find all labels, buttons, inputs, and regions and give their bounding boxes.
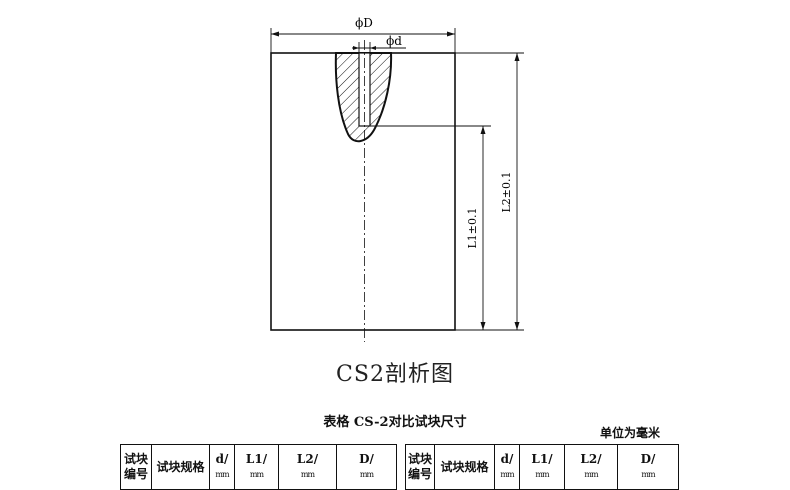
col-l1: L1/ mm <box>234 444 279 490</box>
table-header-row: 试块 编号 试块规格 d/ mm L1/ mm L2/ mm D/ mm <box>405 444 679 490</box>
dim-l1-label: L1±0.1 <box>466 207 479 248</box>
spec-table-right: 试块 编号 试块规格 d/ mm L1/ mm L2/ mm D/ mm <box>405 444 679 490</box>
dim-l2-label: L2±0.1 <box>500 171 513 212</box>
col-l2: L2/ mm <box>278 444 337 490</box>
col-block-spec: 试块规格 <box>434 444 495 490</box>
col-d: d/ mm <box>209 444 235 490</box>
dim-outer-diameter-label: ϕD <box>355 16 373 30</box>
col-D: D/ mm <box>336 444 397 490</box>
col-D: D/ mm <box>617 444 679 490</box>
col-block-id: 试块 编号 <box>405 444 435 490</box>
figure-caption: CS2剖析图 <box>336 362 454 387</box>
cs2-section-drawing: ϕD ϕd L1±0.1 L2±0.1 <box>270 16 524 342</box>
dim-hole-diameter-label: ϕd <box>386 34 402 48</box>
col-l1: L1/ mm <box>519 444 565 490</box>
col-block-spec: 试块规格 <box>151 444 210 490</box>
spec-table-left: 试块 编号 试块规格 d/ mm L1/ mm L2/ mm D/ mm <box>120 444 397 490</box>
col-block-id: 试块 编号 <box>120 444 152 490</box>
col-l2: L2/ mm <box>564 444 618 490</box>
table-title: 表格 CS-2对比试块尺寸 <box>323 415 467 430</box>
table-header-row: 试块 编号 试块规格 d/ mm L1/ mm L2/ mm D/ mm <box>120 444 397 490</box>
col-d: d/ mm <box>494 444 520 490</box>
unit-note: 单位为毫米 <box>600 426 661 440</box>
